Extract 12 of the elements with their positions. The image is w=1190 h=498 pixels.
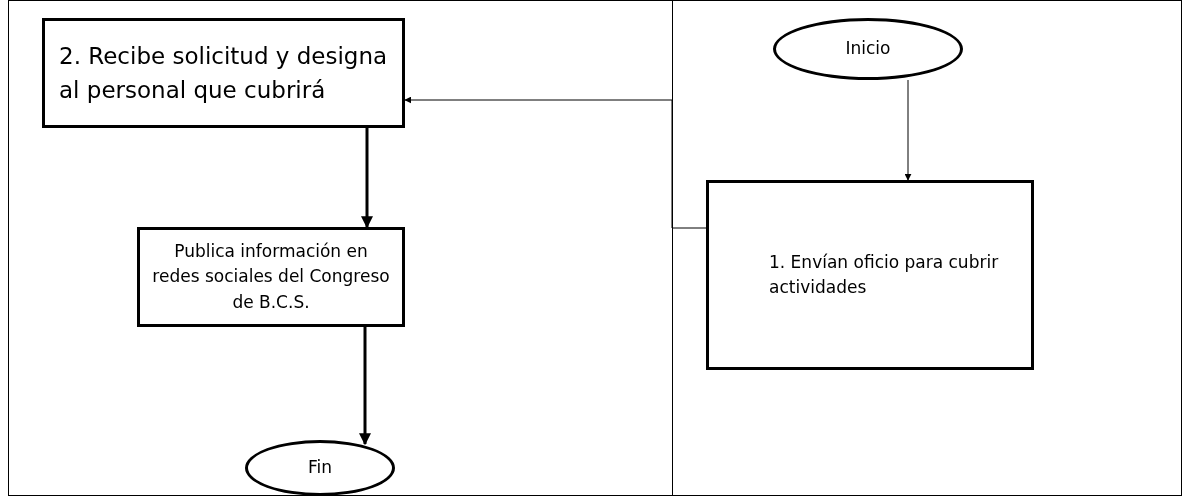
arrow	[904, 79, 912, 181]
process-box	[42, 18, 405, 128]
arrow	[404, 96, 707, 229]
process-box	[137, 227, 405, 327]
node-label: 1. Envían oficio para cubrir actividades	[769, 250, 1000, 299]
arrow	[359, 327, 371, 446]
node-label: Fin	[307, 456, 332, 480]
process-box	[706, 180, 1034, 370]
node-label: Inicio	[845, 37, 891, 61]
node-label: Publica información en redes sociales del Congreso de B.C.S.	[151, 239, 391, 314]
node-label: 2. Recibe solicitud y designa al personal que cubrirá	[59, 41, 388, 105]
arrow	[361, 128, 373, 229]
